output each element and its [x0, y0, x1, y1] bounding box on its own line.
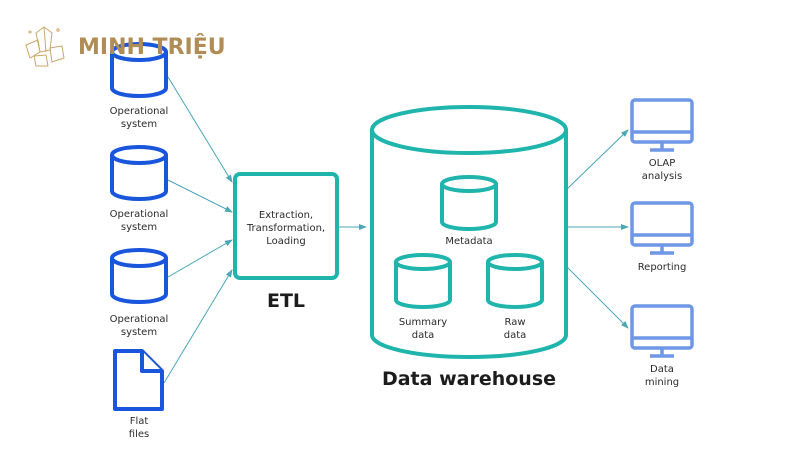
database-icon — [110, 145, 168, 201]
arrow-source-4-to-etl — [163, 269, 233, 384]
database-icon — [440, 175, 498, 231]
arrow-source-2-to-etl — [167, 179, 233, 213]
arrow-warehouse-to-olap — [565, 129, 629, 191]
source-label-line2: system — [121, 222, 157, 233]
file-icon — [113, 349, 164, 411]
monitor-icon — [630, 98, 694, 152]
source-flat-files[interactable]: Flat files — [113, 349, 164, 440]
source-label-line1: Flat — [130, 416, 149, 427]
source-label-line2: system — [121, 119, 157, 130]
output-arrows — [565, 129, 629, 329]
source-operational-system-3[interactable]: Operational system — [110, 248, 169, 338]
output-olap-analysis[interactable]: OLAP analysis — [630, 98, 694, 182]
output-label-line2: mining — [645, 377, 679, 388]
source-label-line2: files — [129, 429, 149, 440]
warehouse-component-label: data — [504, 330, 527, 341]
warehouse-raw-data[interactable]: Raw data — [486, 253, 544, 341]
etl-box-line2: Transformation, — [246, 223, 325, 234]
output-label-line1: Reporting — [638, 262, 687, 273]
data-warehouse[interactable]: Metadata Summary data Raw data Data ware… — [370, 105, 568, 390]
database-icon — [110, 42, 168, 98]
database-icon — [486, 253, 544, 309]
source-label-line1: Operational — [110, 209, 169, 220]
source-operational-system-2[interactable]: Operational system — [110, 145, 169, 233]
etl-process[interactable]: Extraction, Transformation, Loading ETL — [233, 172, 339, 312]
source-arrows — [163, 76, 233, 384]
warehouse-title: Data warehouse — [382, 368, 556, 390]
warehouse-component-label: Metadata — [445, 236, 492, 247]
source-operational-system-1[interactable]: Operational system — [110, 42, 169, 130]
crystal-icon — [25, 26, 65, 67]
etl-box — [233, 172, 339, 280]
output-label-line2: analysis — [642, 171, 683, 182]
output-reporting[interactable]: Reporting — [630, 201, 694, 273]
arrow-warehouse-to-mining — [565, 265, 629, 329]
warehouse-summary-data[interactable]: Summary data — [394, 253, 452, 341]
database-icon — [394, 253, 452, 309]
arrow-source-1-to-etl — [167, 76, 233, 183]
monitor-icon — [630, 201, 694, 255]
etl-box-line3: Loading — [266, 236, 305, 247]
source-label-line1: Operational — [110, 106, 169, 117]
warehouse-component-label: data — [412, 330, 435, 341]
output-label-line1: Data — [650, 364, 674, 375]
logo: MINH TRIỆU — [25, 26, 226, 67]
output-label-line1: OLAP — [649, 158, 676, 169]
source-label-line2: system — [121, 327, 157, 338]
warehouse-component-label: Raw — [504, 317, 525, 328]
source-label-line1: Operational — [110, 314, 169, 325]
etl-title: ETL — [267, 290, 305, 312]
database-icon — [110, 248, 168, 304]
etl-box-line1: Extraction, — [259, 210, 313, 221]
brand-name: MINH TRIỆU — [78, 33, 226, 60]
output-data-mining[interactable]: Data mining — [630, 304, 694, 388]
monitor-icon — [630, 304, 694, 358]
warehouse-component-label: Summary — [399, 317, 447, 328]
arrow-source-3-to-etl — [167, 239, 233, 278]
warehouse-metadata[interactable]: Metadata — [440, 175, 498, 247]
